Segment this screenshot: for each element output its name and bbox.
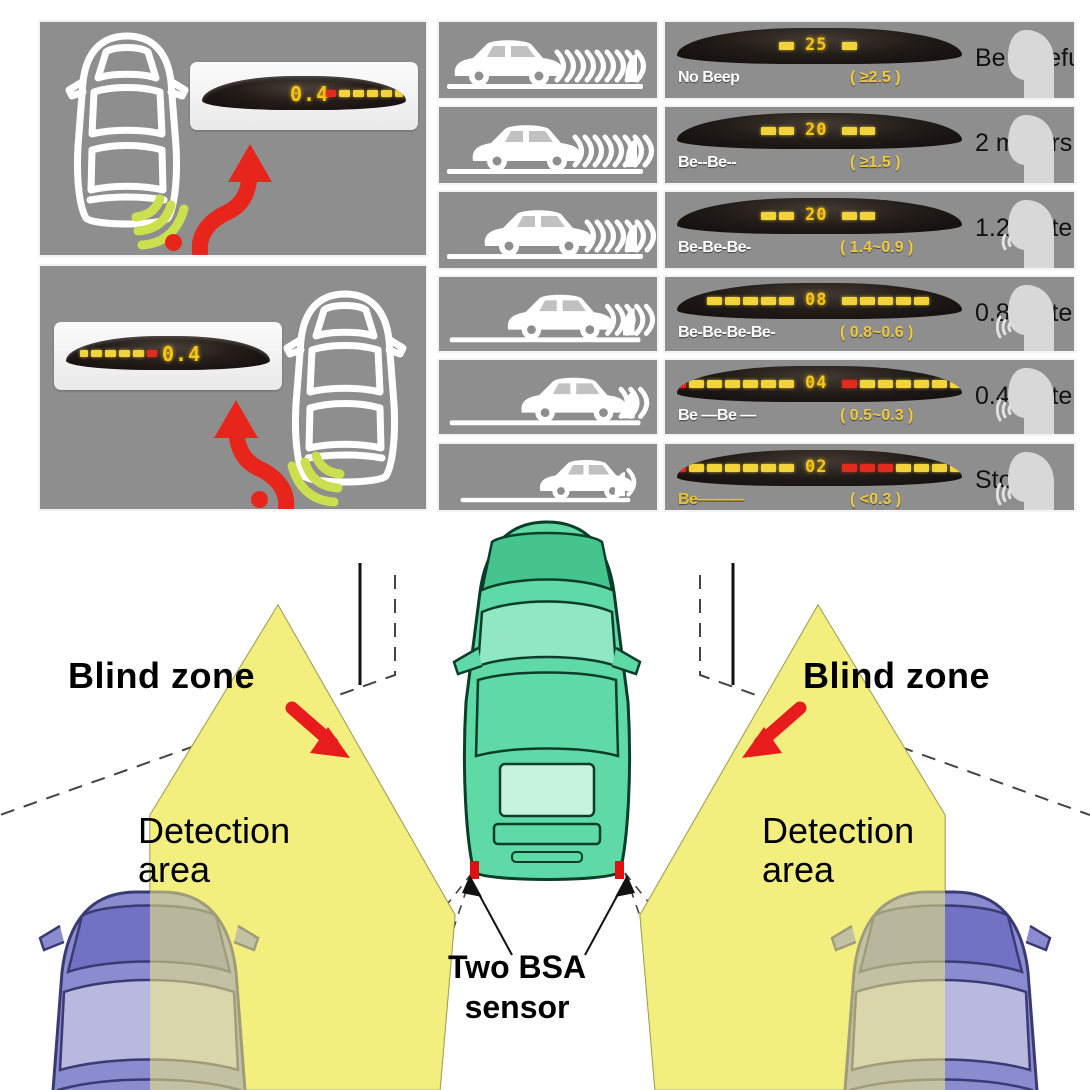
distance-range-label: ( <0.3 ) — [850, 491, 902, 508]
car-side-view-icon — [449, 294, 656, 343]
beep-pattern-label: Be-Be-Be- — [678, 239, 751, 256]
car-side-view-icon — [447, 210, 656, 259]
car-top-view-outline — [283, 290, 407, 486]
distance-digits: 0.4 — [290, 82, 330, 106]
driver-head-icon — [1008, 115, 1054, 183]
beep-pattern-label: Be —Be — — [678, 407, 756, 424]
led-display: 0.4 — [66, 336, 270, 370]
table-row-car-illustration — [437, 20, 659, 100]
car-side-view-icon — [449, 377, 650, 426]
distance-digits: 04 — [805, 373, 828, 393]
distance-digits: 0.4 — [162, 342, 202, 366]
driver-head-icon — [996, 285, 1054, 351]
distance-range-label: ( 0.5~0.3 ) — [840, 407, 914, 424]
beep-pattern-label: Be——— — [678, 491, 744, 508]
red-arrow-icon — [214, 400, 295, 509]
blind-zone-label-right: Blind zone — [803, 655, 990, 696]
detection-overlay-right — [640, 605, 945, 1090]
led-display: 08 — [677, 283, 962, 319]
blind-spot-scene — [0, 520, 1090, 1090]
beep-pattern-label: Be-Be-Be-Be- — [678, 324, 776, 341]
table-row-car-illustration — [437, 358, 659, 436]
detection-overlay-left — [150, 605, 455, 1090]
car-side-view-icon — [447, 125, 654, 174]
overview-panel-rear-left: 0.4 — [38, 20, 428, 257]
table-row-indicator: 25 No Beep ( ≥2.5 ) Be careful — [663, 20, 1076, 100]
detection-area-label-right: Detection area — [762, 810, 915, 890]
table-row-car-illustration — [437, 105, 659, 185]
table-row-indicator: 20 Be-Be-Be- ( 1.4~0.9 ) 1.2 meters — [663, 190, 1076, 270]
display-bezel: 0.4 — [54, 322, 282, 390]
car-top-view-outline — [65, 32, 189, 228]
driver-head-icon — [996, 368, 1054, 434]
table-row-indicator: 08 Be-Be-Be-Be- ( 0.8~0.6 ) 0.8 meters — [663, 275, 1076, 353]
overview-panel-rear-right: 0.4 — [38, 264, 428, 511]
car-side-view-icon — [460, 460, 637, 503]
beep-pattern-label: Be--Be-- — [678, 154, 737, 171]
table-row-indicator: 04 Be —Be — ( 0.5~0.3 ) 0.4 meters — [663, 358, 1076, 436]
table-row-indicator: 02 Be——— ( <0.3 ) Stop — [663, 442, 1076, 512]
distance-digits: 08 — [805, 290, 828, 310]
led-display: 20 — [677, 113, 962, 149]
sensor-dot-icon — [251, 491, 268, 508]
distance-digits: 20 — [805, 205, 828, 225]
distance-digits: 25 — [805, 35, 828, 55]
distance-range-label: ( ≥2.5 ) — [850, 69, 901, 86]
table-row-indicator: 20 Be--Be-- ( ≥1.5 ) 2 meters — [663, 105, 1076, 185]
table-row-car-illustration — [437, 442, 659, 512]
bsa-sensor-label: Two BSA sensor — [448, 949, 587, 1025]
led-display: 0.4 — [202, 76, 406, 110]
display-bezel: 0.4 — [190, 62, 418, 130]
sonar-waves-icon — [287, 451, 345, 507]
red-arrow-icon — [191, 144, 272, 255]
driver-head-icon — [1008, 30, 1054, 98]
distance-digits: 20 — [805, 120, 828, 140]
bsa-sensor-marker-left — [470, 861, 479, 879]
blind-zone-arrow-right — [742, 701, 807, 758]
host-car — [452, 520, 642, 881]
distance-digits: 02 — [805, 457, 828, 477]
distance-range-label: ( 0.8~0.6 ) — [840, 324, 914, 341]
blind-zone-arrow-left — [285, 701, 350, 758]
led-display: 04 — [677, 366, 962, 402]
sensor-dot-icon — [165, 234, 182, 251]
sensor-pointer-lines — [473, 884, 624, 956]
parking-sensor-panel: 0.4 — [0, 0, 1090, 515]
detection-area-label-left: Detection area — [138, 810, 291, 890]
beep-pattern-label: No Beep — [678, 69, 740, 86]
table-row-car-illustration — [437, 190, 659, 270]
bsa-sensor-marker-right — [615, 861, 624, 879]
distance-range-label: ( 1.4~0.9 ) — [840, 239, 914, 256]
driver-head-icon — [996, 452, 1054, 510]
distance-range-label: ( ≥1.5 ) — [850, 154, 901, 171]
driver-head-icon — [1001, 200, 1054, 268]
led-display: 20 — [677, 198, 962, 234]
led-display: 25 — [677, 28, 962, 64]
table-row-car-illustration — [437, 275, 659, 353]
led-display: 02 — [677, 450, 962, 486]
bsa-blind-spot-diagram: Blind zone Blind zone Detection area Det… — [0, 515, 1090, 1090]
car-side-view-icon — [447, 40, 646, 89]
blind-zone-label-left: Blind zone — [68, 655, 255, 696]
